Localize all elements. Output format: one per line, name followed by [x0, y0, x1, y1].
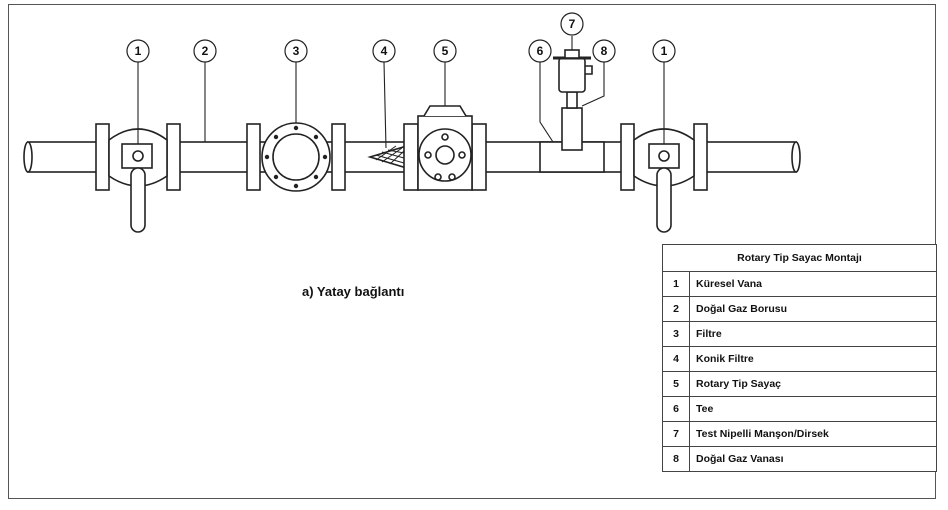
diagram-caption: a) Yatay bağlantı [302, 284, 405, 299]
legend-header-row: Rotary Tip Sayac Montajı [662, 244, 937, 272]
legend-label: Doğal Gaz Vanası [689, 446, 937, 472]
callout-2: 2 [193, 39, 217, 63]
callout-1-left: 1 [126, 39, 150, 63]
callout-number: 5 [442, 44, 449, 58]
legend-number: 8 [662, 446, 690, 472]
legend-title: Rotary Tip Sayac Montajı [662, 244, 937, 272]
legend-number: 1 [662, 271, 690, 297]
callout-7: 7 [560, 12, 584, 36]
ball-valve-right [620, 123, 708, 233]
tee-assembly [539, 49, 605, 173]
legend-number: 3 [662, 321, 690, 347]
callouts: 1 2 3 4 5 7 6 8 1 [126, 12, 676, 63]
leader-lines [137, 36, 665, 149]
legend-label: Küresel Vana [689, 271, 937, 297]
legend-number: 6 [662, 396, 690, 422]
legend-label: Rotary Tip Sayaç [689, 371, 937, 397]
legend-number: 5 [662, 371, 690, 397]
callout-number: 2 [202, 44, 209, 58]
callout-number: 4 [381, 44, 388, 58]
legend-label: Tee [689, 396, 937, 422]
callout-4: 4 [372, 39, 396, 63]
legend-label: Test Nipelli Manşon/Dirsek [689, 421, 937, 447]
legend-number: 2 [662, 296, 690, 322]
rotary-meter [403, 105, 487, 191]
callout-number: 6 [537, 44, 544, 58]
callout-number: 3 [293, 44, 300, 58]
legend-label: Doğal Gaz Borusu [689, 296, 937, 322]
callout-6: 6 [528, 39, 552, 63]
callout-1-right: 1 [652, 39, 676, 63]
callout-number: 7 [569, 17, 576, 31]
legend-label: Konik Filtre [689, 346, 937, 372]
legend-number: 7 [662, 421, 690, 447]
callout-5: 5 [433, 39, 457, 63]
callout-number: 1 [661, 44, 668, 58]
callout-number: 1 [135, 44, 142, 58]
legend-label: Filtre [689, 321, 937, 347]
filter-flange [246, 122, 346, 192]
legend-number: 4 [662, 346, 690, 372]
callout-8: 8 [592, 39, 616, 63]
callout-3: 3 [284, 39, 308, 63]
ball-valve-left [95, 123, 181, 233]
callout-number: 8 [601, 44, 608, 58]
